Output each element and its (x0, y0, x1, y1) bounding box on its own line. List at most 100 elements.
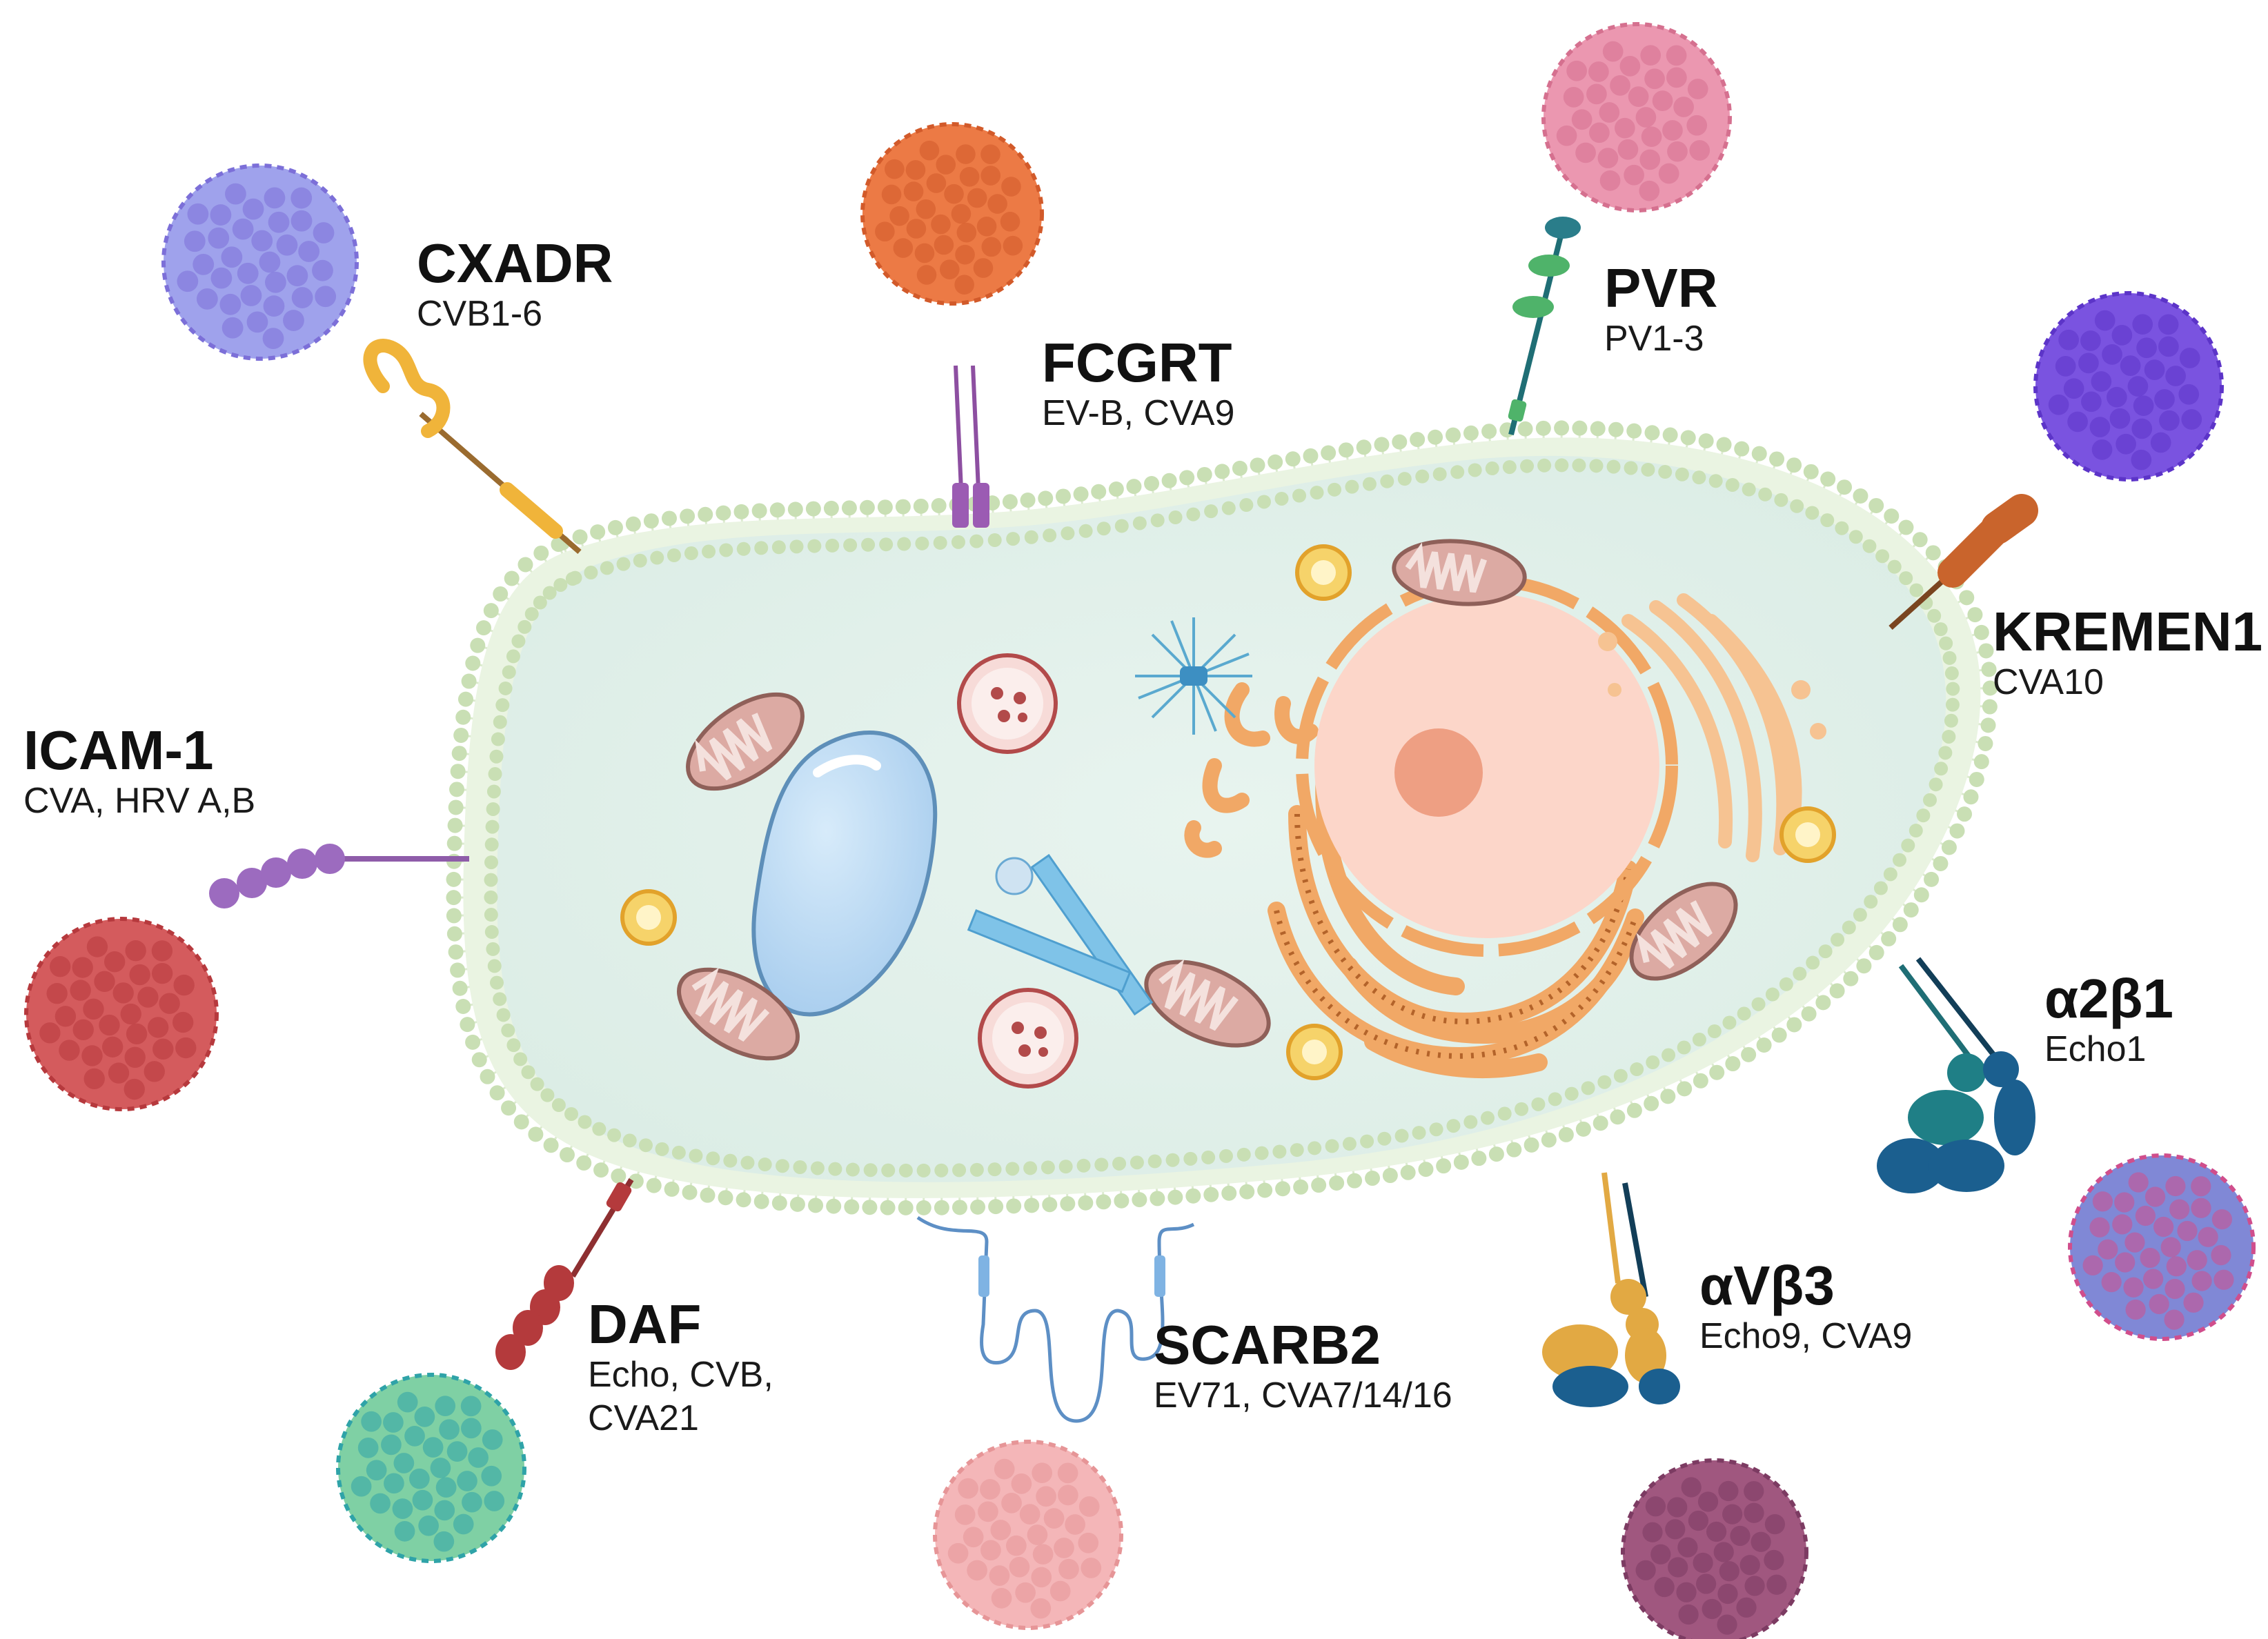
lipid-head (969, 1162, 984, 1177)
lipid-head (1758, 487, 1773, 501)
lipid-head (1272, 1144, 1287, 1159)
lipid-head (1806, 955, 1820, 970)
lipid-head (1624, 461, 1638, 475)
lipid-head (1428, 429, 1443, 445)
lipid-head (1006, 532, 1020, 546)
lipid-head (1959, 590, 1975, 606)
lipid-head (1734, 441, 1750, 457)
lipid-head (1091, 484, 1107, 499)
lipid-head (1418, 1162, 1434, 1178)
virus-capsid-icon (1621, 1458, 1808, 1639)
lipid-head (1392, 434, 1408, 450)
lipid-head (592, 1122, 607, 1136)
lipid-head (493, 715, 507, 729)
lipid-head (1002, 494, 1018, 510)
lipid-head (1293, 1179, 1309, 1195)
lipid-head (1707, 1024, 1722, 1039)
lipid-head (1946, 682, 1960, 696)
lipid-head (1078, 524, 1093, 538)
lipid-head (1957, 806, 1973, 822)
lipid-head (841, 500, 857, 516)
lipid-head (1831, 933, 1845, 947)
lipid-head (1658, 465, 1673, 479)
receptor-name: KREMEN1 (1993, 601, 2263, 662)
lipid-head (1055, 488, 1071, 504)
microtubules (967, 853, 1154, 1016)
pvr-receptor (1508, 217, 1581, 435)
lipid-head (684, 546, 698, 561)
lipid-head (1515, 1102, 1529, 1116)
lipid-head (680, 508, 696, 524)
lipid-head (1942, 650, 1957, 665)
lipid-head (1751, 446, 1767, 461)
lipid-head (706, 1151, 720, 1166)
lipid-head (1481, 424, 1497, 439)
lipid-head (486, 942, 500, 956)
lipid-head (559, 1147, 575, 1163)
lipid-head (450, 962, 466, 978)
lipid-head (446, 835, 462, 851)
lipid-head (1374, 437, 1390, 453)
lipid-head (723, 1153, 738, 1168)
lipid-head (1020, 493, 1036, 508)
lipid-head (740, 1155, 755, 1170)
lipid-head (1843, 971, 1859, 986)
lipid-head (517, 619, 532, 634)
lipid-head (1741, 1046, 1757, 1062)
label-avb3: αVβ3 Echo9, CVA9 (1699, 1257, 1912, 1358)
golgi-apparatus (1621, 593, 1802, 862)
nucleus (1296, 575, 1678, 957)
lipid-head (484, 890, 498, 904)
lipid-head (1973, 624, 1989, 640)
lipid-head (1677, 1040, 1691, 1055)
lipid-head (1232, 460, 1248, 476)
lipid-head (1597, 1075, 1612, 1089)
kremen1-receptor (1889, 494, 2038, 630)
lipid-head (517, 557, 533, 573)
lipid-head (1214, 464, 1230, 479)
lipid-head (1933, 855, 1949, 871)
lipid-head (1608, 421, 1624, 437)
lipid-head (488, 767, 502, 782)
lipid-head (1692, 470, 1706, 485)
label-pvr: PVR PV1-3 (1604, 259, 1718, 361)
lipid-head (1835, 521, 1849, 535)
lipid-head (736, 542, 751, 556)
lipid-head (1864, 895, 1878, 909)
lipid-head (1820, 513, 1835, 528)
lipid-head (916, 1163, 931, 1178)
lipid-head (530, 1077, 544, 1091)
lipid-head (934, 1200, 949, 1215)
lipid-head (1716, 437, 1732, 453)
lipid-head (1613, 1069, 1628, 1083)
receptors (209, 217, 2038, 1423)
virus-capsid-icon (2068, 1153, 2256, 1341)
lipid-head (1167, 1189, 1183, 1205)
lipid-head (465, 1034, 481, 1050)
lipid-head (1660, 1089, 1676, 1104)
lipid-head (1114, 519, 1129, 533)
lipid-head (1463, 1115, 1478, 1129)
lipid-head (1165, 1153, 1180, 1167)
lipid-head (1769, 451, 1785, 467)
lipid-head (448, 944, 464, 960)
lipid-head (1203, 1186, 1219, 1202)
lipid-head (1221, 501, 1236, 515)
lipid-head (1554, 420, 1570, 436)
lipid-head (881, 1163, 896, 1178)
lipid-head (628, 1173, 644, 1189)
lipid-head (1432, 467, 1447, 481)
lipid-head (1646, 1055, 1660, 1070)
lipid-head (1254, 1146, 1269, 1160)
lipid-head (863, 1163, 878, 1178)
lipid-head (1541, 1132, 1557, 1148)
lipid-head (1949, 823, 1965, 839)
lipid-head (1523, 1137, 1539, 1153)
lipid-head (898, 1200, 914, 1215)
lipid-head (1436, 1158, 1452, 1174)
lipid-head (988, 1199, 1004, 1215)
receptor-name: SCARB2 (1154, 1314, 1381, 1375)
lipid-head (506, 649, 520, 664)
lipid-head (913, 498, 929, 514)
